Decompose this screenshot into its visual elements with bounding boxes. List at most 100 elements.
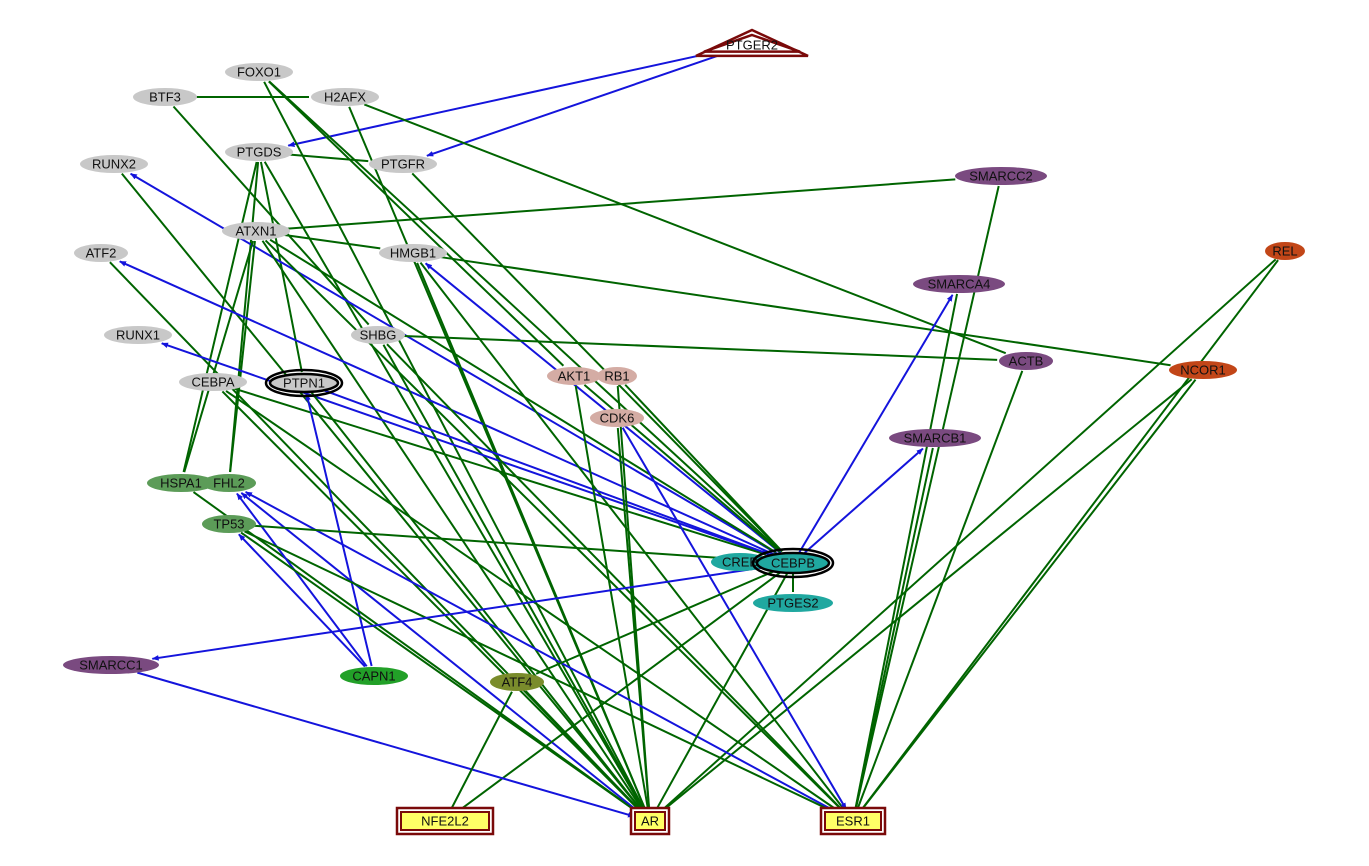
edge-foxo1-akt1 bbox=[268, 80, 565, 367]
edge-ptgds-ptgfr bbox=[287, 153, 369, 163]
edge-layer bbox=[109, 51, 1279, 818]
node-shape bbox=[913, 275, 1005, 293]
node-atf2[interactable]: ATF2 bbox=[74, 244, 128, 262]
edge-ptgds-ar bbox=[263, 161, 645, 811]
node-label: RUNX2 bbox=[92, 157, 136, 172]
node-cdk6[interactable]: CDK6 bbox=[590, 409, 644, 427]
node-ptpn1[interactable]: PTPN1 bbox=[264, 368, 344, 398]
node-label: HSPA1 bbox=[160, 476, 202, 491]
node-label: PTGES2 bbox=[767, 596, 818, 611]
edge-atxn1-fhl2 bbox=[229, 240, 256, 473]
node-runx2[interactable]: RUNX2 bbox=[80, 155, 148, 173]
node-atxn1[interactable]: ATXN1 bbox=[222, 222, 290, 240]
node-smarcc2[interactable]: SMARCC2 bbox=[955, 167, 1047, 185]
node-label: ATF4 bbox=[502, 675, 533, 690]
node-shape bbox=[597, 367, 637, 385]
node-shape bbox=[590, 409, 644, 427]
edge-ncor1-ar bbox=[660, 378, 1193, 813]
node-label: CEBPB bbox=[771, 556, 815, 571]
node-triangle bbox=[695, 28, 809, 58]
node-label: AR bbox=[641, 814, 659, 829]
node-shape bbox=[133, 88, 197, 106]
node-label: ACTB bbox=[1009, 354, 1044, 369]
node-smarcb1[interactable]: SMARCB1 bbox=[889, 429, 981, 447]
edge-hmgb1-esr1 bbox=[419, 262, 845, 811]
node-ptgds[interactable]: PTGDS bbox=[225, 143, 293, 161]
edge-smarcc1-ar bbox=[137, 671, 635, 818]
edge-ptgfr-cebpb bbox=[411, 172, 783, 553]
node-label: ATF2 bbox=[86, 246, 117, 261]
edge-tp53-cebpb bbox=[251, 524, 756, 562]
node-rel[interactable]: REL bbox=[1265, 242, 1305, 260]
node-hspa1[interactable]: HSPA1 bbox=[147, 474, 215, 492]
node-ring bbox=[264, 368, 344, 398]
node-ptger2[interactable]: PTGER2 bbox=[695, 28, 809, 58]
edge-atxn1-hmgb1 bbox=[282, 233, 381, 250]
edge-ncor1-esr1 bbox=[861, 379, 1197, 811]
edge-cdk6-ar bbox=[616, 427, 651, 810]
edge-ptpn1-ar bbox=[310, 392, 643, 812]
node-label: CREB bbox=[722, 555, 758, 570]
node-shape bbox=[490, 673, 544, 691]
node-label: H2AFX bbox=[324, 90, 366, 105]
node-label: PTGDS bbox=[237, 145, 282, 160]
edge-cebpa-cebpb bbox=[234, 387, 767, 556]
edge-cebpb-nfe2l2 bbox=[459, 572, 781, 811]
node-rb1[interactable]: RB1 bbox=[597, 367, 637, 385]
edge-cebpb-atf4 bbox=[535, 570, 774, 675]
node-nfe2l2[interactable]: NFE2L2 bbox=[395, 806, 495, 836]
edge-h2afx-actb bbox=[363, 103, 1007, 355]
node-shape bbox=[80, 155, 148, 173]
node-ring bbox=[268, 372, 340, 394]
edge-actb-esr1 bbox=[856, 370, 1024, 810]
edge-ar-fhl2 bbox=[240, 492, 642, 815]
node-actb[interactable]: ACTB bbox=[999, 352, 1053, 370]
edge-atxn1-hspa1 bbox=[183, 240, 254, 473]
node-smarca4[interactable]: SMARCA4 bbox=[913, 275, 1005, 293]
node-label: HMGB1 bbox=[390, 246, 436, 261]
node-shape bbox=[999, 352, 1053, 370]
node-smarcc1[interactable]: SMARCC1 bbox=[63, 656, 159, 674]
node-ring bbox=[755, 551, 831, 575]
node-label: NFE2L2 bbox=[421, 814, 469, 829]
edge-cebpb-hmgb1 bbox=[424, 262, 782, 554]
edge-cebpb-smarca4 bbox=[798, 294, 954, 553]
node-tp53[interactable]: TP53 bbox=[202, 515, 256, 533]
edge-cebpb-runx1 bbox=[161, 342, 772, 557]
node-foxo1[interactable]: FOXO1 bbox=[225, 63, 293, 81]
node-cebpa[interactable]: CEBPA bbox=[179, 373, 247, 391]
edge-atxn1-ar bbox=[261, 240, 644, 811]
node-esr1[interactable]: ESR1 bbox=[819, 806, 887, 836]
edge-smarcb1-esr1 bbox=[854, 447, 934, 810]
edge-capn1-tp53 bbox=[238, 533, 366, 668]
node-akt1[interactable]: AKT1 bbox=[547, 367, 601, 385]
node-h2afx[interactable]: H2AFX bbox=[311, 88, 379, 106]
node-label: RB1 bbox=[604, 369, 629, 384]
node-shape bbox=[889, 429, 981, 447]
edge-rel-ar bbox=[659, 258, 1277, 813]
node-hmgb1[interactable]: HMGB1 bbox=[379, 244, 447, 262]
node-cebpb[interactable]: CEBPB bbox=[751, 547, 835, 579]
node-ar[interactable]: AR bbox=[629, 806, 671, 836]
node-label: CEBPA bbox=[191, 375, 234, 390]
edge-cebpb-smarcb1 bbox=[803, 447, 924, 554]
edge-atf4-ar bbox=[525, 690, 642, 812]
node-runx1[interactable]: RUNX1 bbox=[104, 326, 172, 344]
node-ptgfr[interactable]: PTGFR bbox=[369, 155, 437, 173]
node-ptges2[interactable]: PTGES2 bbox=[753, 594, 833, 612]
node-shbg[interactable]: SHBG bbox=[351, 326, 405, 344]
node-label: BTF3 bbox=[149, 90, 181, 105]
node-atf4[interactable]: ATF4 bbox=[490, 673, 544, 691]
edge-cebpa-ar bbox=[221, 390, 641, 812]
node-ncor1[interactable]: NCOR1 bbox=[1169, 361, 1237, 379]
edge-cdk6-esr1 bbox=[621, 427, 848, 810]
node-shape bbox=[202, 515, 256, 533]
node-btf3[interactable]: BTF3 bbox=[133, 88, 197, 106]
node-label: RUNX1 bbox=[116, 328, 160, 343]
edge-capn1-fhl2 bbox=[236, 492, 368, 667]
node-capn1[interactable]: CAPN1 bbox=[340, 667, 408, 685]
edge-atxn1-smarcc2 bbox=[284, 178, 956, 230]
node-shape bbox=[74, 244, 128, 262]
node-fhl2[interactable]: FHL2 bbox=[202, 474, 256, 492]
